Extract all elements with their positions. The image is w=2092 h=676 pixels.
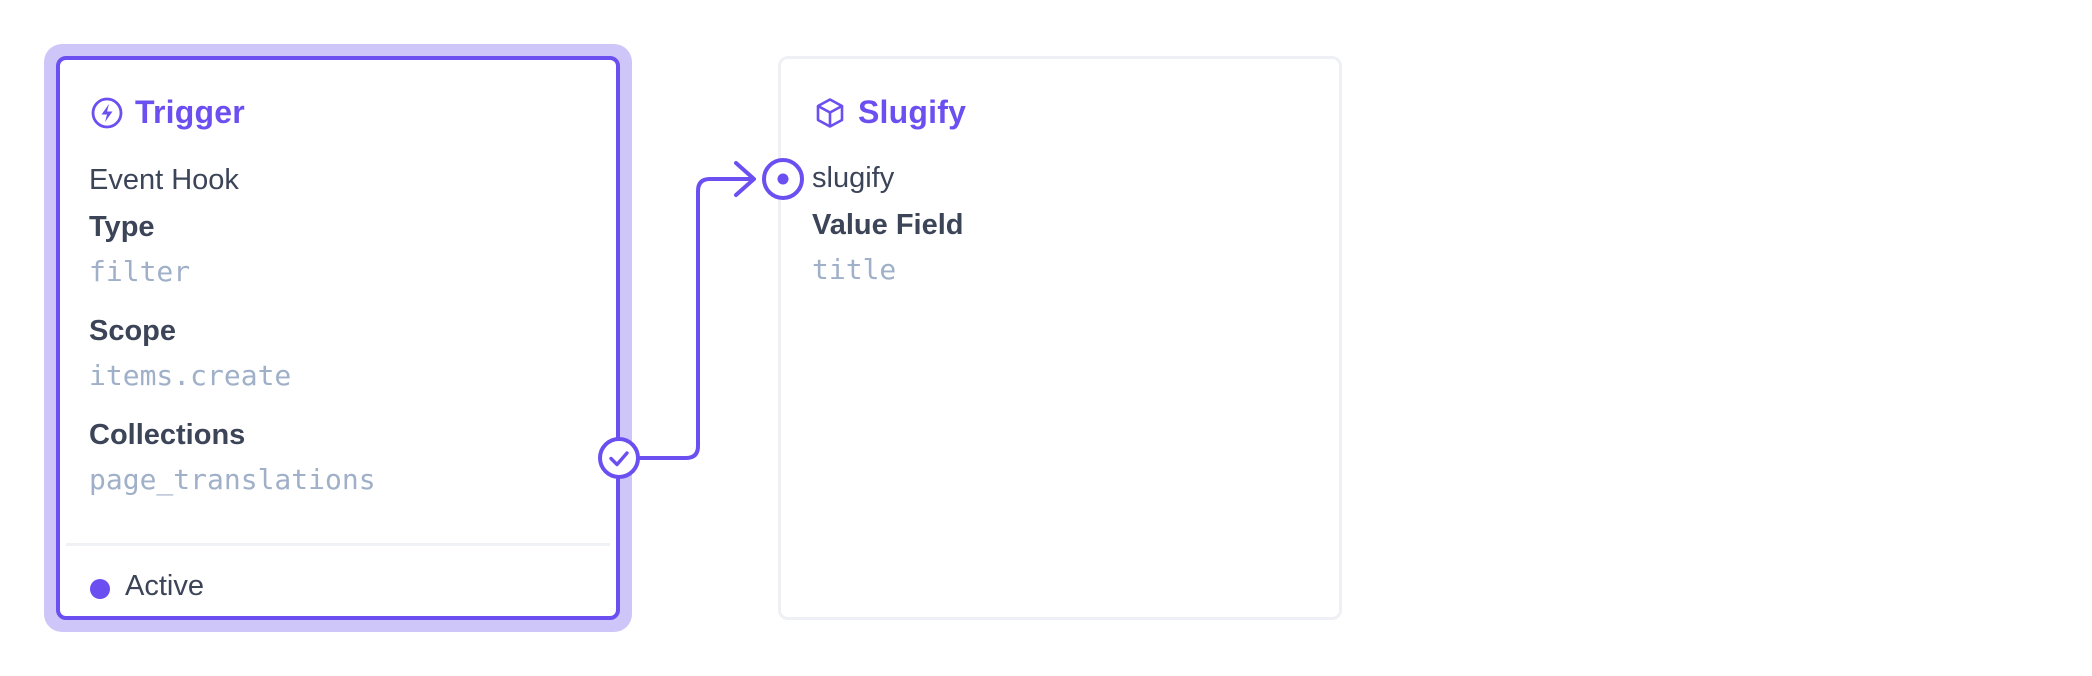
field-label-collections: Collections (89, 419, 246, 451)
status-text: Active (125, 570, 204, 602)
field-label-scope: Scope (89, 315, 177, 347)
trigger-card[interactable]: Trigger Event Hook Type filter Scope ite… (56, 56, 620, 620)
input-port[interactable] (762, 158, 804, 200)
field-value-collections: page_translations (89, 463, 376, 496)
operation-title: Slugify (858, 94, 967, 130)
lightning-icon (90, 96, 124, 130)
field-value-type: filter (89, 255, 191, 288)
trigger-header: Trigger (90, 94, 245, 131)
card-footer-divider (66, 543, 610, 546)
operation-subtitle: slugify (812, 162, 895, 194)
field-value-scope: items.create (89, 359, 292, 392)
output-port-success[interactable] (598, 437, 640, 479)
trigger-title: Trigger (135, 94, 245, 130)
field-label-value-field: Value Field (812, 209, 964, 241)
dot-icon (777, 173, 789, 185)
box-icon (813, 96, 847, 130)
status-dot (90, 579, 110, 599)
check-icon (609, 451, 629, 467)
trigger-subtitle: Event Hook (89, 164, 239, 196)
field-value-value-field: title (812, 253, 897, 286)
field-label-type: Type (89, 211, 155, 243)
operation-card[interactable]: Slugify slugify Value Field title (778, 56, 1342, 620)
operation-header: Slugify (813, 94, 966, 131)
arrow-head-icon (734, 161, 756, 197)
